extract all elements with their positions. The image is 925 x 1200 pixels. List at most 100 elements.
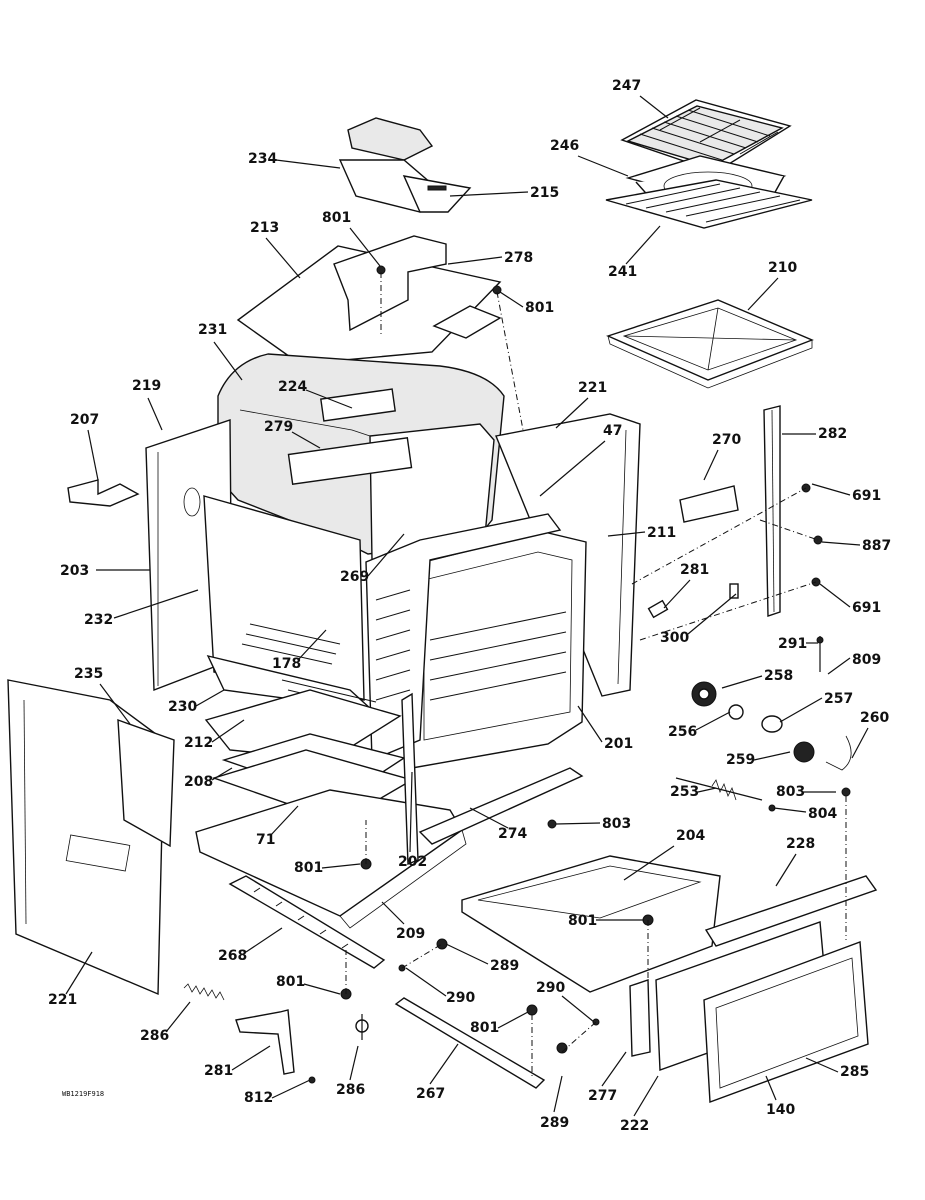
- rail-274: [401, 692, 584, 866]
- callout-257: 257: [824, 691, 853, 707]
- callout-289: 289: [490, 958, 519, 974]
- callout-289: 289: [540, 1115, 569, 1131]
- callout-207: 207: [70, 412, 99, 428]
- callout-47: 47: [603, 423, 622, 439]
- callout-208: 208: [184, 774, 213, 790]
- drawer-204: [461, 855, 721, 993]
- leader-c224: [305, 389, 353, 409]
- callout-232: 232: [84, 612, 113, 628]
- callout-140: 140: [766, 1102, 795, 1118]
- callout-279: 279: [264, 419, 293, 435]
- knob-286: [355, 1014, 369, 1040]
- callout-300: 300: [660, 630, 689, 646]
- leader-c290b: [561, 995, 595, 1023]
- callout-234: 234: [248, 151, 277, 167]
- leader-c47: [539, 440, 606, 497]
- leader-c212: [211, 719, 245, 743]
- leader-c270: [703, 449, 719, 481]
- callout-286: 286: [140, 1028, 169, 1044]
- callout-290: 290: [446, 990, 475, 1006]
- leader-c208: [211, 767, 233, 781]
- callout-801: 801: [568, 913, 597, 929]
- callout-211: 211: [647, 525, 676, 541]
- callout-71: 71: [256, 832, 275, 848]
- callout-804: 804: [808, 806, 837, 822]
- leader-c210: [747, 277, 779, 311]
- callout-268: 268: [218, 948, 247, 964]
- callout-286: 286: [336, 1082, 365, 1098]
- leader-c278: [447, 256, 503, 265]
- callout-281: 281: [680, 562, 709, 578]
- leader-c801a: [349, 227, 381, 267]
- leader-c204: [623, 845, 675, 881]
- leader-c213: [265, 237, 301, 279]
- leader-c269: [367, 533, 405, 577]
- callout-801: 801: [470, 1020, 499, 1036]
- callout-221: 221: [48, 992, 77, 1008]
- leader-c286a: [165, 1001, 191, 1033]
- callout-290: 290: [536, 980, 565, 996]
- leader-c887: [821, 541, 861, 546]
- leader-c219: [147, 397, 163, 431]
- leader-c207: [87, 429, 99, 481]
- leader-c256: [695, 711, 731, 731]
- callout-285: 285: [840, 1064, 869, 1080]
- leader-c286b: [349, 1045, 359, 1081]
- callout-291: 291: [778, 636, 807, 652]
- leader-c232: [113, 589, 199, 619]
- leader-c300: [687, 593, 737, 635]
- callout-219: 219: [132, 378, 161, 394]
- callout-178: 178: [272, 656, 301, 672]
- bottom-panels-212: [204, 689, 414, 823]
- bracket-207: [67, 479, 140, 507]
- leader-c222: [633, 1075, 659, 1117]
- screw-803: [841, 787, 851, 797]
- leader-c289a: [445, 943, 489, 965]
- spring-286: [183, 983, 225, 1001]
- callout-224: 224: [278, 379, 307, 395]
- leader-c202: [409, 771, 413, 853]
- screw-803: [547, 819, 557, 829]
- leader-c228: [775, 853, 797, 887]
- callout-210: 210: [768, 260, 797, 276]
- callout-278: 278: [504, 250, 533, 266]
- leader-c230: [195, 689, 225, 707]
- leader-c215: [449, 191, 529, 197]
- callout-202: 202: [398, 854, 427, 870]
- leader-lines: [65, 95, 869, 1117]
- burner-rail-268: [228, 875, 386, 969]
- leader-c691a: [811, 483, 851, 496]
- callout-801: 801: [276, 974, 305, 990]
- callout-204: 204: [676, 828, 705, 844]
- leader-c268: [245, 927, 283, 953]
- leader-c259: [753, 751, 791, 761]
- leader-c281a: [663, 579, 691, 609]
- leader-c234: [275, 159, 341, 169]
- leader-c258: [721, 675, 763, 689]
- callout-221: 221: [578, 380, 607, 396]
- leader-c246: [577, 155, 629, 177]
- leader-c289b: [553, 1075, 563, 1113]
- callout-269: 269: [340, 569, 369, 585]
- callout-801: 801: [322, 210, 351, 226]
- callout-801: 801: [294, 860, 323, 876]
- leader-c209: [381, 901, 405, 925]
- leader-c801b: [499, 291, 524, 308]
- callout-246: 246: [550, 138, 579, 154]
- callout-812: 812: [244, 1090, 273, 1106]
- broiler-pan-210: [606, 299, 814, 389]
- callout-281: 281: [204, 1063, 233, 1079]
- leader-c801c: [321, 863, 361, 869]
- callout-203: 203: [60, 563, 89, 579]
- oven-rack-241: [605, 179, 813, 229]
- top-panel-213: [236, 235, 502, 365]
- leader-c267: [429, 1043, 459, 1085]
- callout-228: 228: [786, 836, 815, 852]
- callout-282: 282: [818, 426, 847, 442]
- leader-c801e: [303, 983, 341, 995]
- roller-289: [436, 938, 448, 950]
- leader-c804: [773, 807, 807, 813]
- trim-strip-282: [763, 405, 781, 617]
- callout-801: 801: [525, 300, 554, 316]
